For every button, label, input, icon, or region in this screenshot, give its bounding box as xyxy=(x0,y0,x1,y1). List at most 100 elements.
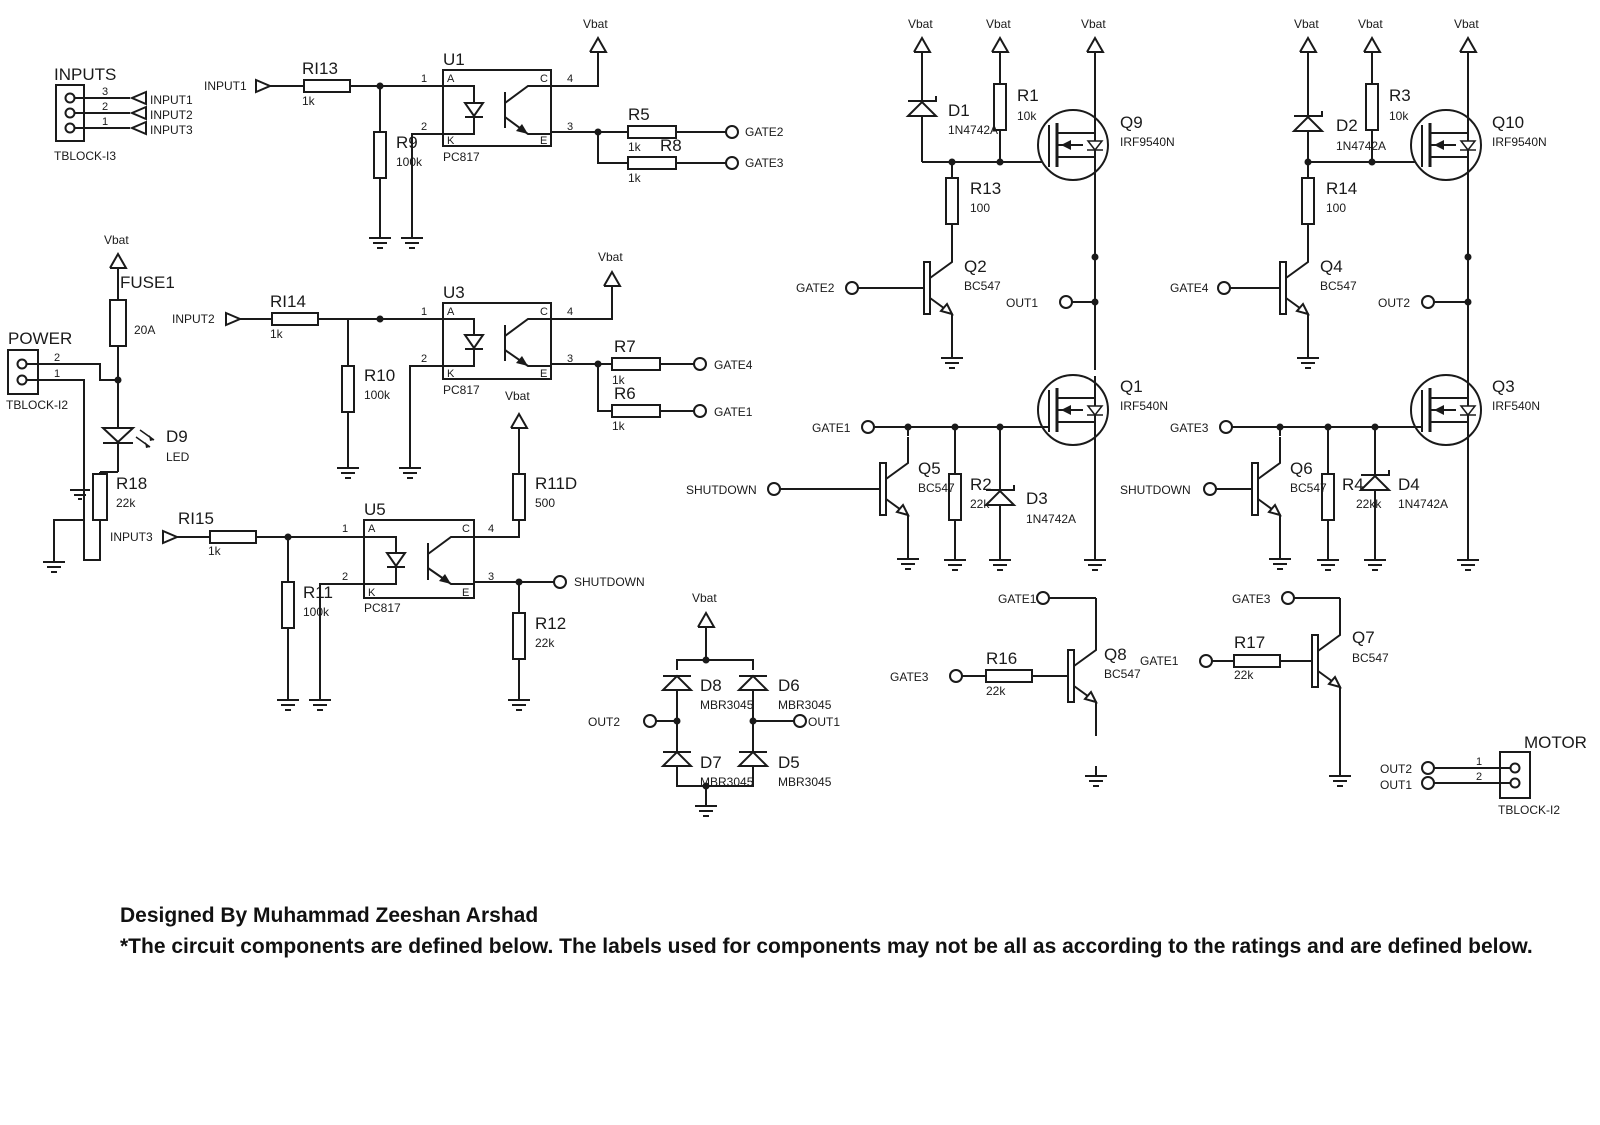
svg-text:GATE3: GATE3 xyxy=(745,156,784,170)
svg-text:100: 100 xyxy=(970,201,990,215)
h-bridge-right: Vbat Vbat Vbat D2 1N4742A R3 10k Q10 IRF… xyxy=(1120,17,1547,571)
r18 xyxy=(92,473,108,521)
u3-input-network: INPUT2 RI14 1k R10 100k xyxy=(172,292,443,479)
svg-text:RI14: RI14 xyxy=(270,292,306,311)
inputs-title: INPUTS xyxy=(54,65,116,84)
fuse1 xyxy=(109,299,127,347)
svg-text:1N4742A: 1N4742A xyxy=(1336,139,1386,153)
svg-text:E: E xyxy=(462,587,469,599)
motor-connector: MOTOR OUT2 OUT1 1 2 TBLOCK-I2 xyxy=(1380,733,1587,817)
svg-text:GATE1: GATE1 xyxy=(812,421,851,435)
svg-text:1k: 1k xyxy=(628,171,642,185)
svg-text:U3: U3 xyxy=(443,283,465,302)
r8 xyxy=(627,156,677,170)
svg-text:OUT2: OUT2 xyxy=(1378,296,1410,310)
svg-text:D6: D6 xyxy=(778,676,800,695)
svg-text:IRF9540N: IRF9540N xyxy=(1120,135,1175,149)
svg-text:Q3: Q3 xyxy=(1492,377,1515,396)
svg-text:1k: 1k xyxy=(270,327,284,341)
svg-text:3: 3 xyxy=(567,121,573,133)
svg-text:TBLOCK-I2: TBLOCK-I2 xyxy=(6,398,68,412)
svg-text:10k: 10k xyxy=(1389,109,1409,123)
optocoupler-u1: U1 A K C E 1 2 4 3 PC817 xyxy=(421,50,573,164)
svg-text:2: 2 xyxy=(421,353,427,365)
svg-text:R2: R2 xyxy=(970,475,992,494)
svg-text:C: C xyxy=(540,73,548,85)
svg-text:1k: 1k xyxy=(208,544,222,558)
optocoupler-u5: U5 A K C E 1 2 4 3 PC817 xyxy=(342,500,494,615)
svg-text:Vbat: Vbat xyxy=(505,389,530,403)
u3-output-network: Vbat R7 1k GATE4 R6 1k GATE1 xyxy=(551,250,753,433)
q3-mosfet xyxy=(1409,373,1483,447)
svg-text:22k: 22k xyxy=(1234,668,1254,682)
svg-text:TBLOCK-I3: TBLOCK-I3 xyxy=(54,149,116,163)
svg-text:BC547: BC547 xyxy=(1290,481,1327,495)
svg-text:R11: R11 xyxy=(303,583,333,602)
svg-text:GATE3: GATE3 xyxy=(890,670,929,684)
svg-text:1: 1 xyxy=(1476,756,1482,768)
svg-text:R8: R8 xyxy=(660,136,682,155)
svg-text:100k: 100k xyxy=(364,388,391,402)
r9 xyxy=(373,131,387,179)
svg-text:1N4742A: 1N4742A xyxy=(1398,497,1448,511)
svg-text:IRF9540N: IRF9540N xyxy=(1492,135,1547,149)
svg-text:22k: 22k xyxy=(986,684,1006,698)
svg-text:R7: R7 xyxy=(614,337,636,356)
svg-text:Q10: Q10 xyxy=(1492,113,1524,132)
svg-text:1k: 1k xyxy=(612,419,626,433)
svg-text:Vbat: Vbat xyxy=(598,250,623,264)
r13 xyxy=(945,177,959,225)
svg-text:Q6: Q6 xyxy=(1290,459,1313,478)
svg-text:R6: R6 xyxy=(614,384,636,403)
svg-text:GATE2: GATE2 xyxy=(745,125,784,139)
svg-text:A: A xyxy=(447,306,455,318)
svg-text:TBLOCK-I2: TBLOCK-I2 xyxy=(1498,803,1560,817)
svg-text:10k: 10k xyxy=(1017,109,1037,123)
svg-text:K: K xyxy=(447,368,455,380)
svg-text:3: 3 xyxy=(102,86,108,98)
svg-text:MBR3045: MBR3045 xyxy=(700,698,754,712)
svg-text:4: 4 xyxy=(567,73,573,85)
svg-text:MBR3045: MBR3045 xyxy=(778,698,832,712)
svg-text:GATE3: GATE3 xyxy=(1232,592,1271,606)
svg-text:4: 4 xyxy=(567,306,573,318)
svg-text:D7: D7 xyxy=(700,753,722,772)
svg-text:C: C xyxy=(540,306,548,318)
led-d9 xyxy=(100,427,136,444)
svg-text:Q5: Q5 xyxy=(918,459,941,478)
svg-text:500: 500 xyxy=(535,496,555,510)
svg-text:BC547: BC547 xyxy=(1104,667,1141,681)
svg-text:D5: D5 xyxy=(778,753,800,772)
svg-text:Q7: Q7 xyxy=(1352,628,1375,647)
svg-text:R18: R18 xyxy=(116,474,147,493)
svg-text:2: 2 xyxy=(54,352,60,364)
svg-text:FUSE1: FUSE1 xyxy=(120,273,175,292)
svg-text:100k: 100k xyxy=(396,155,423,169)
svg-text:R11D: R11D xyxy=(535,474,577,493)
svg-text:GATE4: GATE4 xyxy=(1170,281,1209,295)
component-note: *The circuit components are defined belo… xyxy=(120,935,1533,958)
svg-text:Vbat: Vbat xyxy=(583,17,608,31)
motor-title: MOTOR xyxy=(1524,733,1587,752)
svg-text:A: A xyxy=(447,73,455,85)
svg-text:R9: R9 xyxy=(396,133,418,152)
svg-text:Vbat: Vbat xyxy=(1081,17,1106,31)
r6 xyxy=(611,404,661,418)
r17 xyxy=(1233,654,1281,668)
svg-text:22k: 22k xyxy=(116,496,136,510)
q1-mosfet xyxy=(1036,373,1110,447)
ri14 xyxy=(271,312,319,326)
svg-text:1N4742A: 1N4742A xyxy=(1026,512,1076,526)
u5-input-network: INPUT3 RI15 1k R11 100k xyxy=(110,509,364,711)
svg-text:4: 4 xyxy=(488,523,494,535)
svg-text:GATE4: GATE4 xyxy=(714,358,753,372)
svg-text:R14: R14 xyxy=(1326,179,1357,198)
u5-output-network: Vbat R11D 500 SHUTDOWN R12 22k xyxy=(474,389,645,711)
svg-text:GATE2: GATE2 xyxy=(796,281,835,295)
svg-text:U5: U5 xyxy=(364,500,386,519)
svg-text:2: 2 xyxy=(421,121,427,133)
svg-text:GATE1: GATE1 xyxy=(714,405,753,419)
svg-text:1: 1 xyxy=(54,368,60,380)
svg-text:IRF540N: IRF540N xyxy=(1492,399,1540,413)
r16 xyxy=(985,669,1033,683)
